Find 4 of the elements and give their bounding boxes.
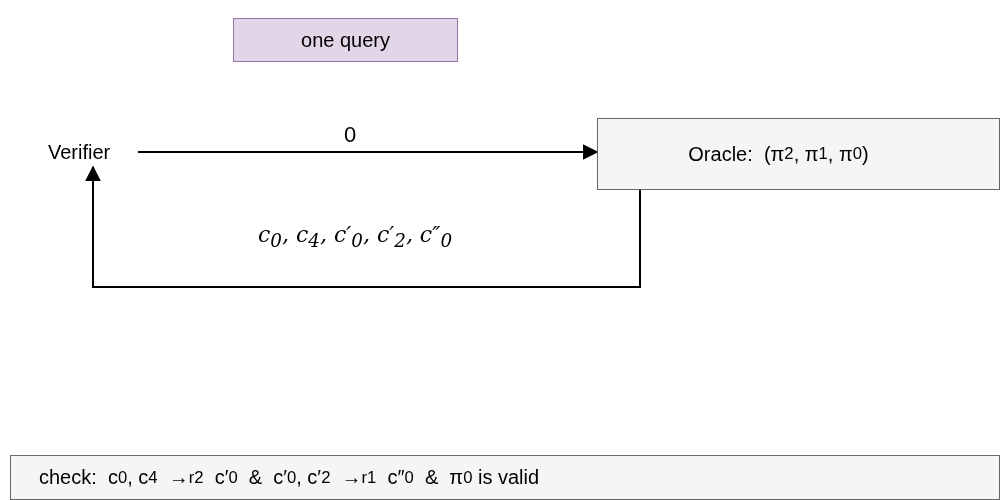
- arrow: [85, 165, 641, 288]
- arrow: [137, 144, 599, 160]
- participant-label: Verifier: [48, 137, 138, 167]
- note-box: one query: [233, 18, 458, 62]
